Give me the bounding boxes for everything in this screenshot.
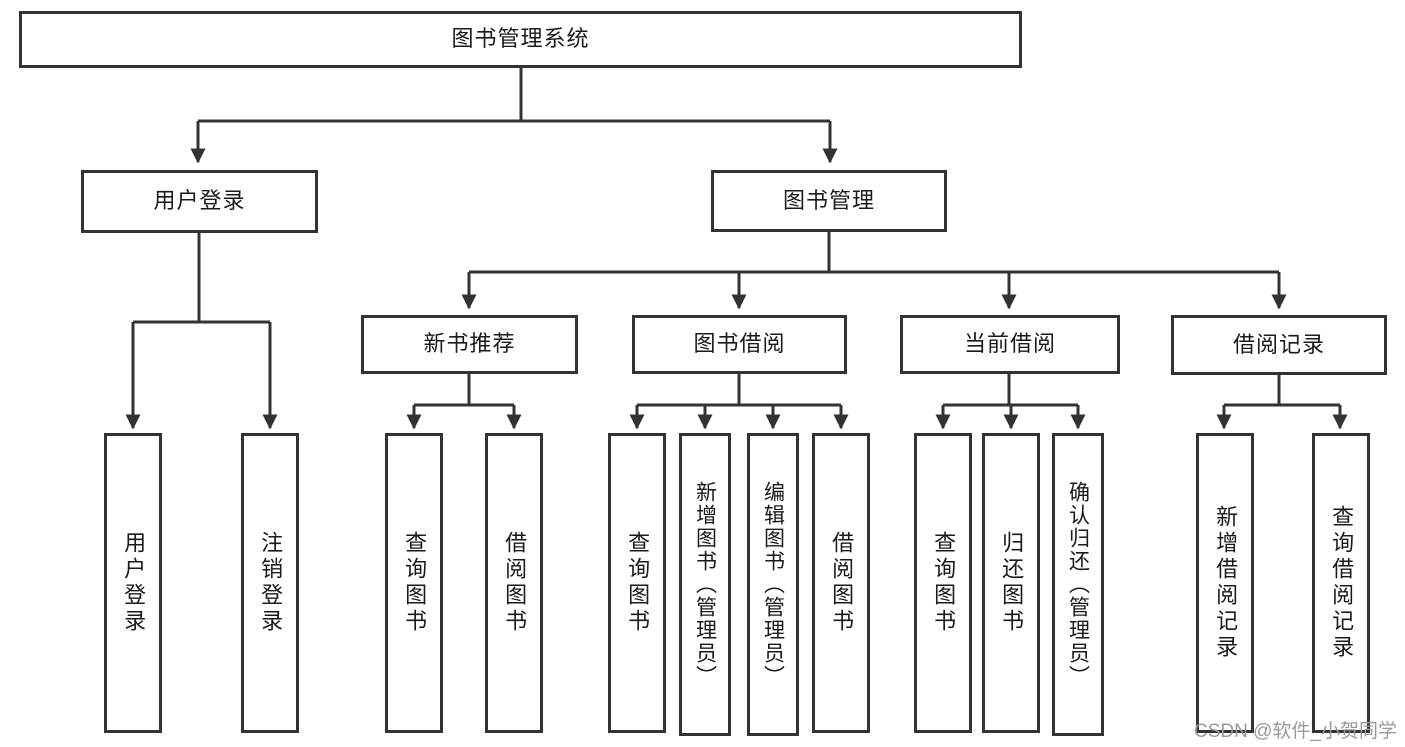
node-leaf-query-book-1[interactable]: 查询图书 [385,433,443,733]
node-user-login-label: 用户登录 [153,188,246,214]
node-new-book-recommend-label: 新书推荐 [423,331,516,357]
node-leaf-query-book-3[interactable]: 查询图书 [914,433,972,733]
node-current-borrow[interactable]: 当前借阅 [900,315,1120,374]
node-leaf-edit-book-admin-label: 编辑图书（管理员） [761,481,785,688]
node-book-borrow[interactable]: 图书借阅 [632,315,847,374]
node-borrow-record-label: 借阅记录 [1232,331,1325,357]
node-leaf-query-book-2-label: 查询图书 [625,531,651,635]
node-book-management[interactable]: 图书管理 [711,170,947,232]
node-leaf-logout[interactable]: 注销登录 [241,433,299,733]
node-leaf-user-login[interactable]: 用户登录 [104,433,162,733]
node-leaf-query-book-2[interactable]: 查询图书 [608,433,666,733]
node-leaf-return-book-label: 归还图书 [999,531,1025,635]
node-leaf-borrow-book-2[interactable]: 借阅图书 [812,433,870,733]
node-root[interactable]: 图书管理系统 [19,11,1022,68]
node-leaf-borrow-book-2-label: 借阅图书 [829,531,855,635]
node-leaf-query-book-3-label: 查询图书 [931,531,957,635]
node-user-login[interactable]: 用户登录 [81,170,318,233]
node-leaf-confirm-return-admin[interactable]: 确认归还（管理员） [1052,433,1104,736]
node-leaf-query-borrow-record[interactable]: 查询借阅记录 [1312,433,1370,733]
node-leaf-add-borrow-record-label: 新增借阅记录 [1213,505,1239,661]
node-book-management-label: 图书管理 [782,187,875,213]
node-leaf-borrow-book-1-label: 借阅图书 [502,531,528,635]
node-leaf-logout-label: 注销登录 [258,531,284,635]
node-borrow-record[interactable]: 借阅记录 [1171,315,1387,375]
node-current-borrow-label: 当前借阅 [963,331,1056,357]
node-book-borrow-label: 图书借阅 [693,331,786,357]
node-leaf-add-book-admin[interactable]: 新增图书（管理员） [679,433,731,736]
node-leaf-add-borrow-record[interactable]: 新增借阅记录 [1196,433,1254,733]
node-leaf-add-book-admin-label: 新增图书（管理员） [693,481,717,688]
node-leaf-borrow-book-1[interactable]: 借阅图书 [485,433,543,733]
node-new-book-recommend[interactable]: 新书推荐 [361,315,578,374]
node-leaf-edit-book-admin[interactable]: 编辑图书（管理员） [747,433,799,736]
node-leaf-query-book-1-label: 查询图书 [402,531,428,635]
node-leaf-confirm-return-admin-label: 确认归还（管理员） [1066,481,1090,688]
node-leaf-query-borrow-record-label: 查询借阅记录 [1329,505,1355,661]
node-leaf-user-login-label: 用户登录 [121,531,147,635]
node-root-label: 图书管理系统 [451,26,590,52]
node-leaf-return-book[interactable]: 归还图书 [982,433,1040,733]
